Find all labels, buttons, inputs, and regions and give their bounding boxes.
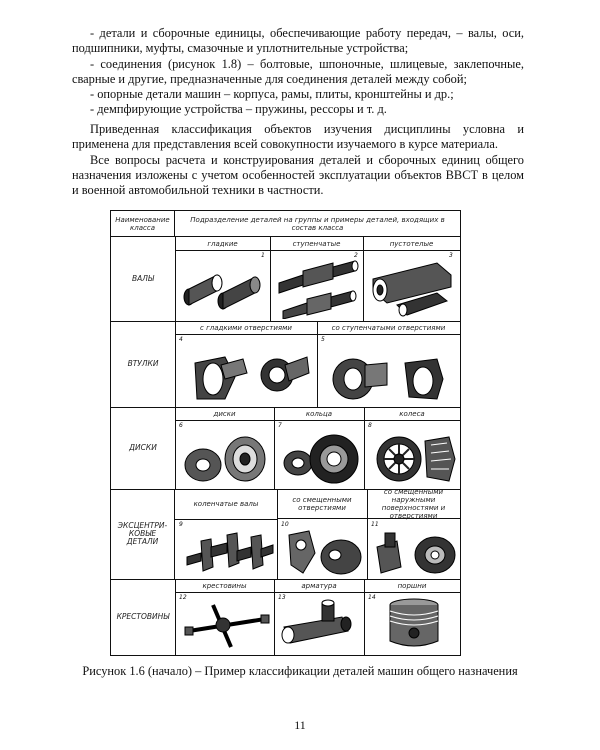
item-number: 12 (179, 594, 187, 601)
table-row: ВАЛЫ гладкие ступенчатые пустотелые 1 2 … (111, 237, 460, 322)
table-row: ЭКСЦЕНТРИ-КОВЫЕ ДЕТАЛИ коленчатые валы с… (111, 488, 460, 580)
figure-caption: Рисунок 1.6 (начало) – Пример классифика… (82, 664, 518, 678)
wheel-illustration (376, 436, 456, 482)
group-label: арматура (274, 579, 364, 593)
divider (363, 237, 364, 321)
row-name: ВТУЛКИ (111, 321, 176, 407)
divider (364, 407, 365, 489)
table-row: ВТУЛКИ с гладкими отверстиями со ступенч… (111, 321, 460, 408)
group-label: ступенчатые (270, 237, 363, 251)
item-number: 9 (179, 521, 183, 528)
divider (277, 489, 278, 579)
group-label: со ступенчатыми отверстиями (317, 321, 460, 335)
item-number: 7 (278, 422, 282, 429)
item-number: 13 (278, 594, 286, 601)
divider (364, 579, 365, 655)
item-number: 4 (179, 336, 183, 343)
stepped-bushing-illustration (332, 358, 444, 400)
list-item: - соединения (рисунок 1.8) – болтовые, ш… (72, 56, 524, 86)
divider (317, 321, 318, 407)
group-label: диски (175, 407, 274, 421)
table-row: КРЕСТОВИНЫ крестовины арматура поршни 12… (111, 579, 460, 655)
list-block: - детали и сборочные единицы, обеспечива… (72, 26, 524, 118)
header-class-name: Наименование класса (111, 211, 175, 237)
table-row: ДИСКИ диски кольца колеса 6 7 8 (111, 407, 460, 490)
item-number: 11 (371, 521, 379, 528)
list-item: - опорные детали машин – корпуса, рамы, … (90, 87, 454, 102)
offset-hole-part-illustration (288, 530, 362, 575)
divider (367, 489, 368, 579)
row-name: ВАЛЫ (111, 237, 176, 321)
stepped-shaft-illustration (278, 260, 359, 319)
item-number: 14 (368, 594, 376, 601)
group-label: поршни (364, 579, 460, 593)
item-number: 8 (368, 422, 372, 429)
item-number: 10 (281, 521, 289, 528)
item-number: 5 (321, 336, 325, 343)
paragraph-block: Приведенная классификация объектов изуче… (72, 122, 524, 198)
group-label: крестовины (175, 579, 274, 593)
list-item: - детали и сборочные единицы, обеспечива… (72, 26, 524, 56)
group-label: со смещенными наружными поверхностями и … (367, 488, 460, 520)
hollow-shaft-illustration (372, 262, 452, 317)
smooth-shaft-illustration (183, 274, 261, 310)
crankshaft-illustration (186, 532, 274, 572)
group-label: колеса (364, 407, 460, 421)
item-number: 6 (179, 422, 183, 429)
piston-illustration (389, 598, 439, 647)
item-number: 2 (354, 252, 358, 259)
row-name: ЭКСЦЕНТРИ-КОВЫЕ ДЕТАЛИ (111, 489, 175, 579)
classification-figure: Наименование класса Подразделение детале… (110, 210, 461, 656)
divider (274, 407, 275, 489)
divider (270, 237, 271, 321)
group-label: гладкие (175, 237, 270, 251)
divider (274, 579, 275, 655)
disk-illustration (184, 436, 266, 482)
item-number: 1 (261, 252, 265, 259)
cross-joint-illustration (184, 604, 270, 648)
list-item: - демпфирующие устройства – пружины, рес… (90, 102, 387, 117)
group-label: кольца (274, 407, 364, 421)
fitting-illustration (281, 599, 352, 644)
group-label: с гладкими отверстиями (175, 321, 317, 335)
offset-surface-part-illustration (376, 532, 456, 574)
header-subdivision: Подразделение деталей на группы и пример… (175, 211, 460, 237)
group-label: коленчатые валы (175, 489, 277, 520)
group-label: со смещенными отверстиями (277, 489, 367, 519)
paragraph: Приведенная классификация объектов изуче… (72, 122, 524, 152)
row-name: ДИСКИ (111, 407, 176, 489)
smooth-bushing-illustration (194, 356, 310, 400)
ring-illustration (283, 434, 359, 484)
page-number: 11 (294, 718, 306, 732)
item-number: 3 (449, 252, 453, 259)
row-name: КРЕСТОВИНЫ (111, 579, 176, 655)
paragraph: Все вопросы расчета и конструирования де… (72, 152, 524, 198)
group-label: пустотелые (363, 237, 460, 251)
